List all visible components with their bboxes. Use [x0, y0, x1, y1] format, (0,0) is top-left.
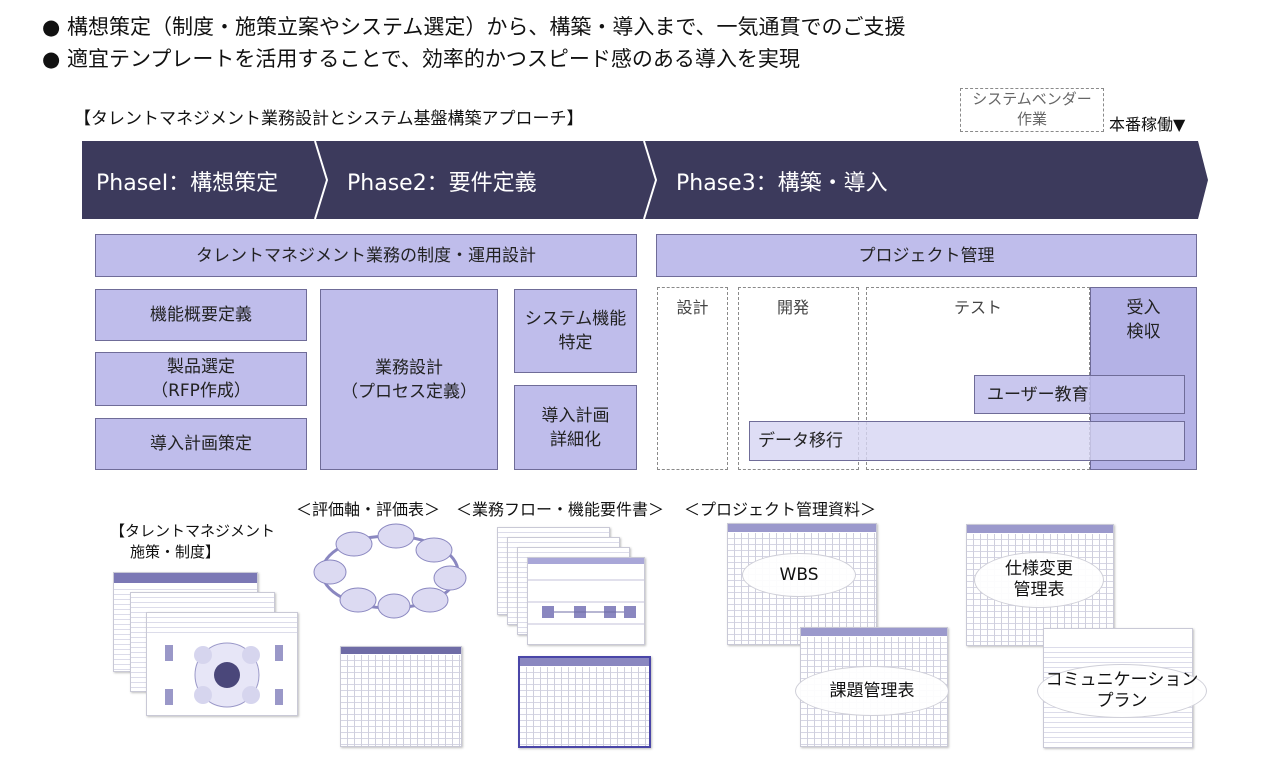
eval-node-8 — [411, 587, 449, 613]
issue-label: 課題管理表 — [795, 666, 949, 716]
talent-cycle-center — [214, 662, 240, 688]
vendor-design: 設計 — [657, 287, 728, 470]
task-system-function: システム機能 特定 — [514, 289, 637, 373]
task-product-selection-line2: （RFP作成） — [151, 381, 251, 401]
talent-doc-3 — [146, 612, 298, 716]
eval-node-6 — [339, 587, 377, 613]
phase-2-label: Phase2：要件定義 — [347, 171, 537, 196]
task-data-migration: データ移行 — [749, 421, 1185, 461]
evaluation-cycle-diagram — [313, 523, 467, 619]
eval-node-1 — [335, 531, 373, 557]
phase-divider-1 — [314, 140, 329, 220]
wbs-label: WBS — [742, 553, 856, 597]
approach-title: 【タレントマネジメント業務設計とシステム基盤構築アプローチ】 — [74, 109, 584, 129]
phase-band-shape — [82, 141, 1208, 219]
eval-node-7 — [377, 593, 411, 619]
caption-flow: ＜業務フロー・機能要件書＞ — [456, 500, 665, 519]
talent-person-4 — [275, 689, 283, 705]
flow-chart — [528, 579, 644, 625]
talent-cycle-diagram — [165, 642, 283, 708]
task-user-training: ユーザー教育 — [974, 375, 1185, 414]
communication-label: コミュニケーション プラン — [1037, 664, 1207, 718]
communication-line2: プラン — [1096, 691, 1148, 711]
talent-node-4 — [242, 686, 260, 704]
caption-pm: ＜プロジェクト管理資料＞ — [684, 500, 877, 519]
task-function-definition: 機能概要定義 — [95, 289, 307, 341]
bullet-1: ● 構想策定（制度・施策立案やシステム選定）から、構築・導入まで、一気通貫でのご… — [42, 15, 906, 39]
task-business-design-line2: （プロセス定義） — [341, 381, 477, 402]
talent-person-3 — [165, 689, 173, 705]
function-requirements-table — [518, 656, 651, 748]
task-business-design: 業務設計 （プロセス定義） — [320, 289, 498, 470]
flow-doc-4 — [527, 557, 645, 645]
bar-project-management: プロジェクト管理 — [656, 234, 1197, 277]
talent-node-3 — [194, 686, 212, 704]
bullet-2: ● 適宜テンプレートを活用することで、効率的かつスピード感のある導入を実現 — [42, 47, 800, 71]
vendor-legend-line2: 作業 — [1016, 110, 1047, 128]
spec-change-label: 仕様変更 管理表 — [974, 552, 1104, 608]
caption-talent-1: 【タレントマネジメント — [110, 522, 276, 540]
task-implementation-plan: 導入計画策定 — [95, 418, 307, 470]
communication-line1: コミュニケーション — [1045, 670, 1199, 690]
talent-node-1 — [194, 646, 212, 664]
bar-design-operation: タレントマネジメント業務の制度・運用設計 — [95, 234, 637, 277]
task-product-selection-line1: 製品選定 — [167, 357, 235, 377]
eval-node-5 — [433, 565, 467, 591]
flow-step-4 — [624, 606, 636, 618]
eval-node-3 — [415, 537, 453, 563]
golive-marker: 本番稼働▼ — [1109, 115, 1186, 134]
phase-3-label: Phase3：構築・導入 — [676, 171, 888, 196]
spec-change-line1: 仕様変更 — [1005, 559, 1073, 579]
task-business-design-line1: 業務設計 — [375, 357, 443, 378]
talent-node-2 — [242, 646, 260, 664]
talent-person-1 — [165, 645, 173, 661]
task-system-function-line1: システム機能 — [524, 309, 627, 329]
talent-person-2 — [275, 645, 283, 661]
vendor-legend-line1: システムベンダー — [972, 90, 1092, 108]
task-plan-detail-line1: 導入計画 — [541, 405, 610, 426]
spec-change-line2: 管理表 — [1013, 580, 1065, 600]
task-product-selection: 製品選定 （RFP作成） — [95, 352, 307, 406]
vendor-legend: システムベンダー 作業 — [960, 88, 1104, 132]
task-system-function-line2: 特定 — [558, 333, 593, 353]
eval-node-4 — [313, 559, 347, 585]
caption-evaluation: ＜評価軸・評価表＞ — [296, 500, 441, 519]
flow-step-1 — [542, 606, 554, 618]
evaluation-table — [340, 646, 462, 747]
eval-node-2 — [377, 523, 415, 549]
phase-1-label: PhaseⅠ：構想策定 — [96, 171, 279, 196]
phase-band — [82, 140, 1208, 220]
task-acceptance-line1: 受入 — [1126, 298, 1161, 318]
phase-divider-2 — [643, 140, 658, 220]
task-plan-detail-line2: 詳細化 — [550, 429, 601, 450]
caption-talent-2: 施策・制度】 — [130, 543, 221, 561]
task-acceptance-line2: 検収 — [1126, 322, 1161, 342]
task-plan-detail: 導入計画 詳細化 — [514, 385, 637, 470]
